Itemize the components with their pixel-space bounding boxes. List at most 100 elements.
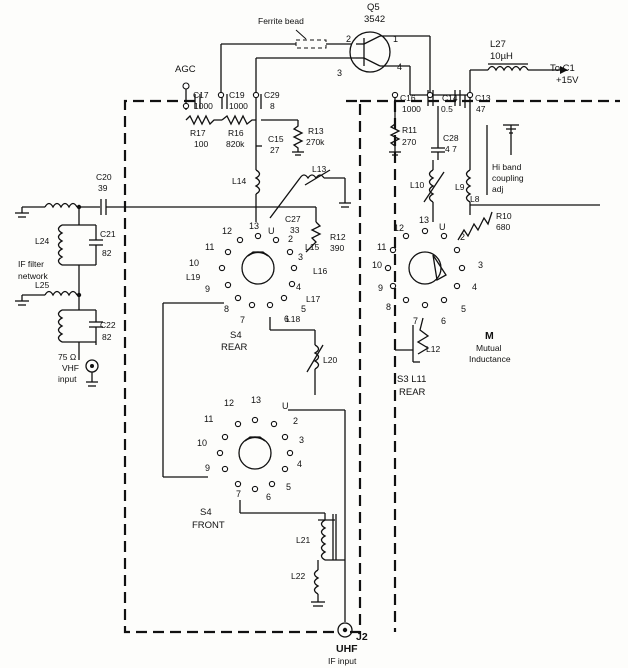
r12-label: R12	[330, 232, 346, 242]
s4-rear-label-1: S4	[230, 330, 242, 341]
l15-label: L15	[305, 242, 319, 252]
r10-value: 680	[496, 222, 510, 232]
c14-label: C14	[442, 93, 458, 103]
l12-label: L12	[426, 344, 440, 354]
s4-front-pin-4: 4	[297, 459, 302, 469]
s3-rear-label-1: S3 L11	[397, 374, 426, 385]
s4-front-pin-7: 7	[236, 489, 241, 499]
l24-label: L24	[35, 236, 49, 246]
s4-rear-pin-13: 13	[249, 221, 259, 231]
l22-label: L22	[291, 571, 305, 581]
s4-front-pin-6: 6	[266, 492, 271, 502]
s3-pin-9: 9	[378, 283, 383, 293]
s3-pin-u: U	[439, 222, 446, 232]
switch-contacts	[216, 227, 466, 493]
l20-label: L20	[323, 355, 337, 365]
l27-label: L27	[490, 39, 506, 50]
vhf-label: VHF	[62, 363, 79, 373]
c28-value: 4 7	[445, 144, 457, 154]
c19-label: C19	[229, 90, 245, 100]
r16-label: R16	[228, 128, 244, 138]
if-filter-label-1: IF filter	[18, 259, 44, 269]
c14-value: 0.5	[441, 104, 453, 114]
s4-front-pin-11: 11	[204, 414, 213, 424]
s3-pin-8: 8	[386, 302, 391, 312]
c20-value: 39	[98, 183, 108, 193]
q5-pin-1: 1	[393, 34, 398, 44]
l13-label: L13	[312, 164, 326, 174]
hi-band-coupling: Hi band coupling adj L9 L8	[455, 108, 600, 215]
s3-pin-13: 13	[419, 215, 429, 225]
c16-label: C16	[400, 93, 416, 103]
s4-rear-pin-11: 11	[205, 242, 214, 252]
c22-value: 82	[102, 332, 112, 342]
r11-value: 270	[402, 137, 416, 147]
m-label: M	[485, 330, 494, 342]
uhf-input-network: L21 L22 UHF J2 IF input	[291, 514, 368, 666]
plus15-label: +15V	[556, 75, 579, 86]
c16-value: 1000	[402, 104, 421, 114]
to-c1-label: To C1	[550, 63, 575, 74]
r17-label: R17	[190, 128, 206, 138]
if-filter-label-2: network	[18, 271, 49, 281]
c29-label: C29	[264, 90, 280, 100]
s3-pin-7: 7	[413, 316, 418, 326]
uhf-label: UHF	[336, 643, 358, 655]
c27-value: 33	[290, 225, 300, 235]
s3-rear-switch: 13 12 11 10 9 8 7 6 5 4 3 2 U L12 S3 L11…	[372, 215, 511, 398]
s4-front-pin-10: 10	[197, 438, 207, 448]
s3-pin-10: 10	[372, 260, 382, 270]
r11-label: R11	[402, 125, 417, 135]
agc-terminal	[182, 82, 190, 90]
s4-rear-pin-9: 9	[205, 284, 210, 294]
s4-front-label-2: FRONT	[192, 520, 225, 531]
s3-pin-11: 11	[377, 242, 386, 252]
s4-rear-pin-2: 2	[288, 234, 293, 244]
s4-front-pin-9: 9	[205, 463, 210, 473]
s4-rear-label-2: REAR	[221, 342, 248, 353]
s4-rear-pin-10: 10	[189, 258, 199, 268]
junction-terminals	[182, 91, 474, 110]
s4-rear-pin-3: 3	[298, 252, 303, 262]
q5-ref-label: Q5	[367, 2, 380, 13]
q5-part-label: 3542	[364, 14, 385, 25]
hi-band-label-1: Hi band	[492, 162, 522, 172]
s4-front-label-1: S4	[200, 507, 212, 518]
l9-label: L9	[455, 182, 465, 192]
r10-label: R10	[496, 211, 512, 221]
s4-front-pin-u: U	[282, 401, 289, 411]
q5-pin-2: 2	[346, 34, 351, 44]
l27-value: 10µH	[490, 51, 513, 62]
s3-pin-3: 3	[478, 260, 483, 270]
c29-value: 8	[270, 101, 275, 111]
hi-band-label-3: adj	[492, 184, 503, 194]
s4-front-pin-13: 13	[251, 395, 261, 405]
c21-value: 82	[102, 248, 112, 258]
ferrite-bead-label: Ferrite bead	[258, 16, 304, 26]
s4-rear-pin-6: 6	[284, 314, 289, 324]
s4-rear-pin-5: 5	[301, 304, 306, 314]
c22-label: C22	[100, 320, 116, 330]
l8-label: L8	[470, 194, 480, 204]
c15-value: 27	[270, 145, 280, 155]
s3-pin-5: 5	[461, 304, 466, 314]
s3-pin-2: 2	[460, 232, 465, 242]
q5-wiring	[220, 35, 431, 95]
agc-label: AGC	[175, 64, 196, 75]
c28-label: C28	[443, 133, 459, 143]
r10-resistor: R10 680	[457, 211, 512, 241]
l25-label: L25	[35, 280, 49, 290]
s3-pin-12: 12	[394, 223, 404, 233]
s4-front-pin-12: 12	[224, 398, 234, 408]
j2-label: J2	[356, 631, 368, 643]
if-input-label: IF input	[328, 656, 357, 666]
l14-label: L14	[232, 176, 246, 186]
l19-label: L19	[186, 272, 200, 282]
q5-pin-3: 3	[337, 68, 342, 78]
l10-label: L10	[410, 180, 424, 190]
s4-rear-pin-4: 4	[296, 282, 301, 292]
c17-value: 1000	[194, 101, 213, 111]
ohm75-label: 75 Ω	[58, 352, 76, 362]
if-filter-network: C20 39 L24 C21 82 IF filter network L25	[15, 172, 300, 387]
